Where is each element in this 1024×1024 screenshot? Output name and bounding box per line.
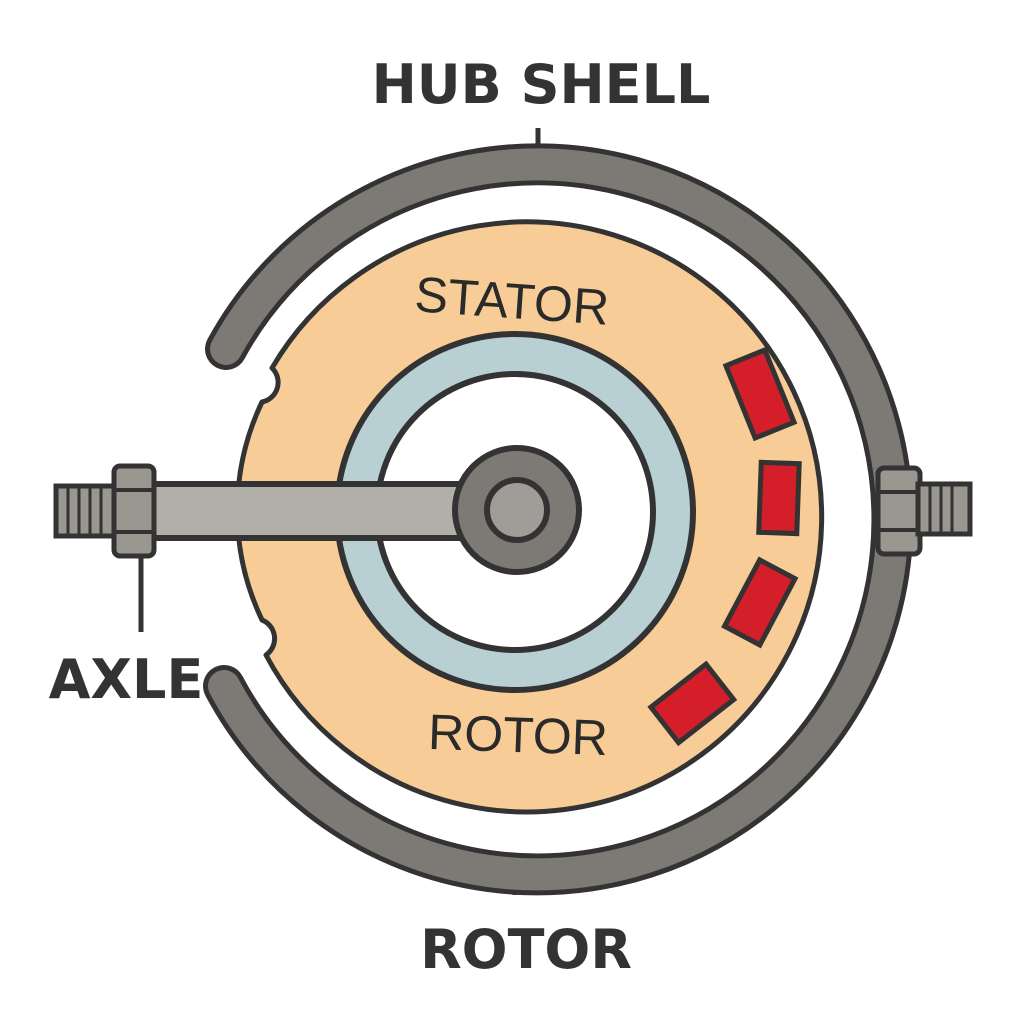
stator-label: STATOR xyxy=(413,266,611,335)
magnet-2 xyxy=(756,459,802,537)
magnets xyxy=(647,346,802,747)
center-bolt-icon xyxy=(452,445,582,575)
hub-shell-label: HUB SHELL xyxy=(372,53,711,116)
axle-bar xyxy=(147,481,473,541)
rotor-inner-label: ROTOR xyxy=(427,704,608,766)
rotor-bottom-label: ROTOR xyxy=(420,918,632,981)
magnet-4 xyxy=(647,660,738,747)
right-axle-thread xyxy=(915,481,973,537)
left-nut-icon xyxy=(111,463,157,559)
right-nut-icon xyxy=(875,465,923,557)
left-axle-thread xyxy=(53,483,119,539)
magnet-1 xyxy=(722,346,798,442)
axle-label: AXLE xyxy=(49,648,204,711)
magnet-3 xyxy=(721,556,799,649)
